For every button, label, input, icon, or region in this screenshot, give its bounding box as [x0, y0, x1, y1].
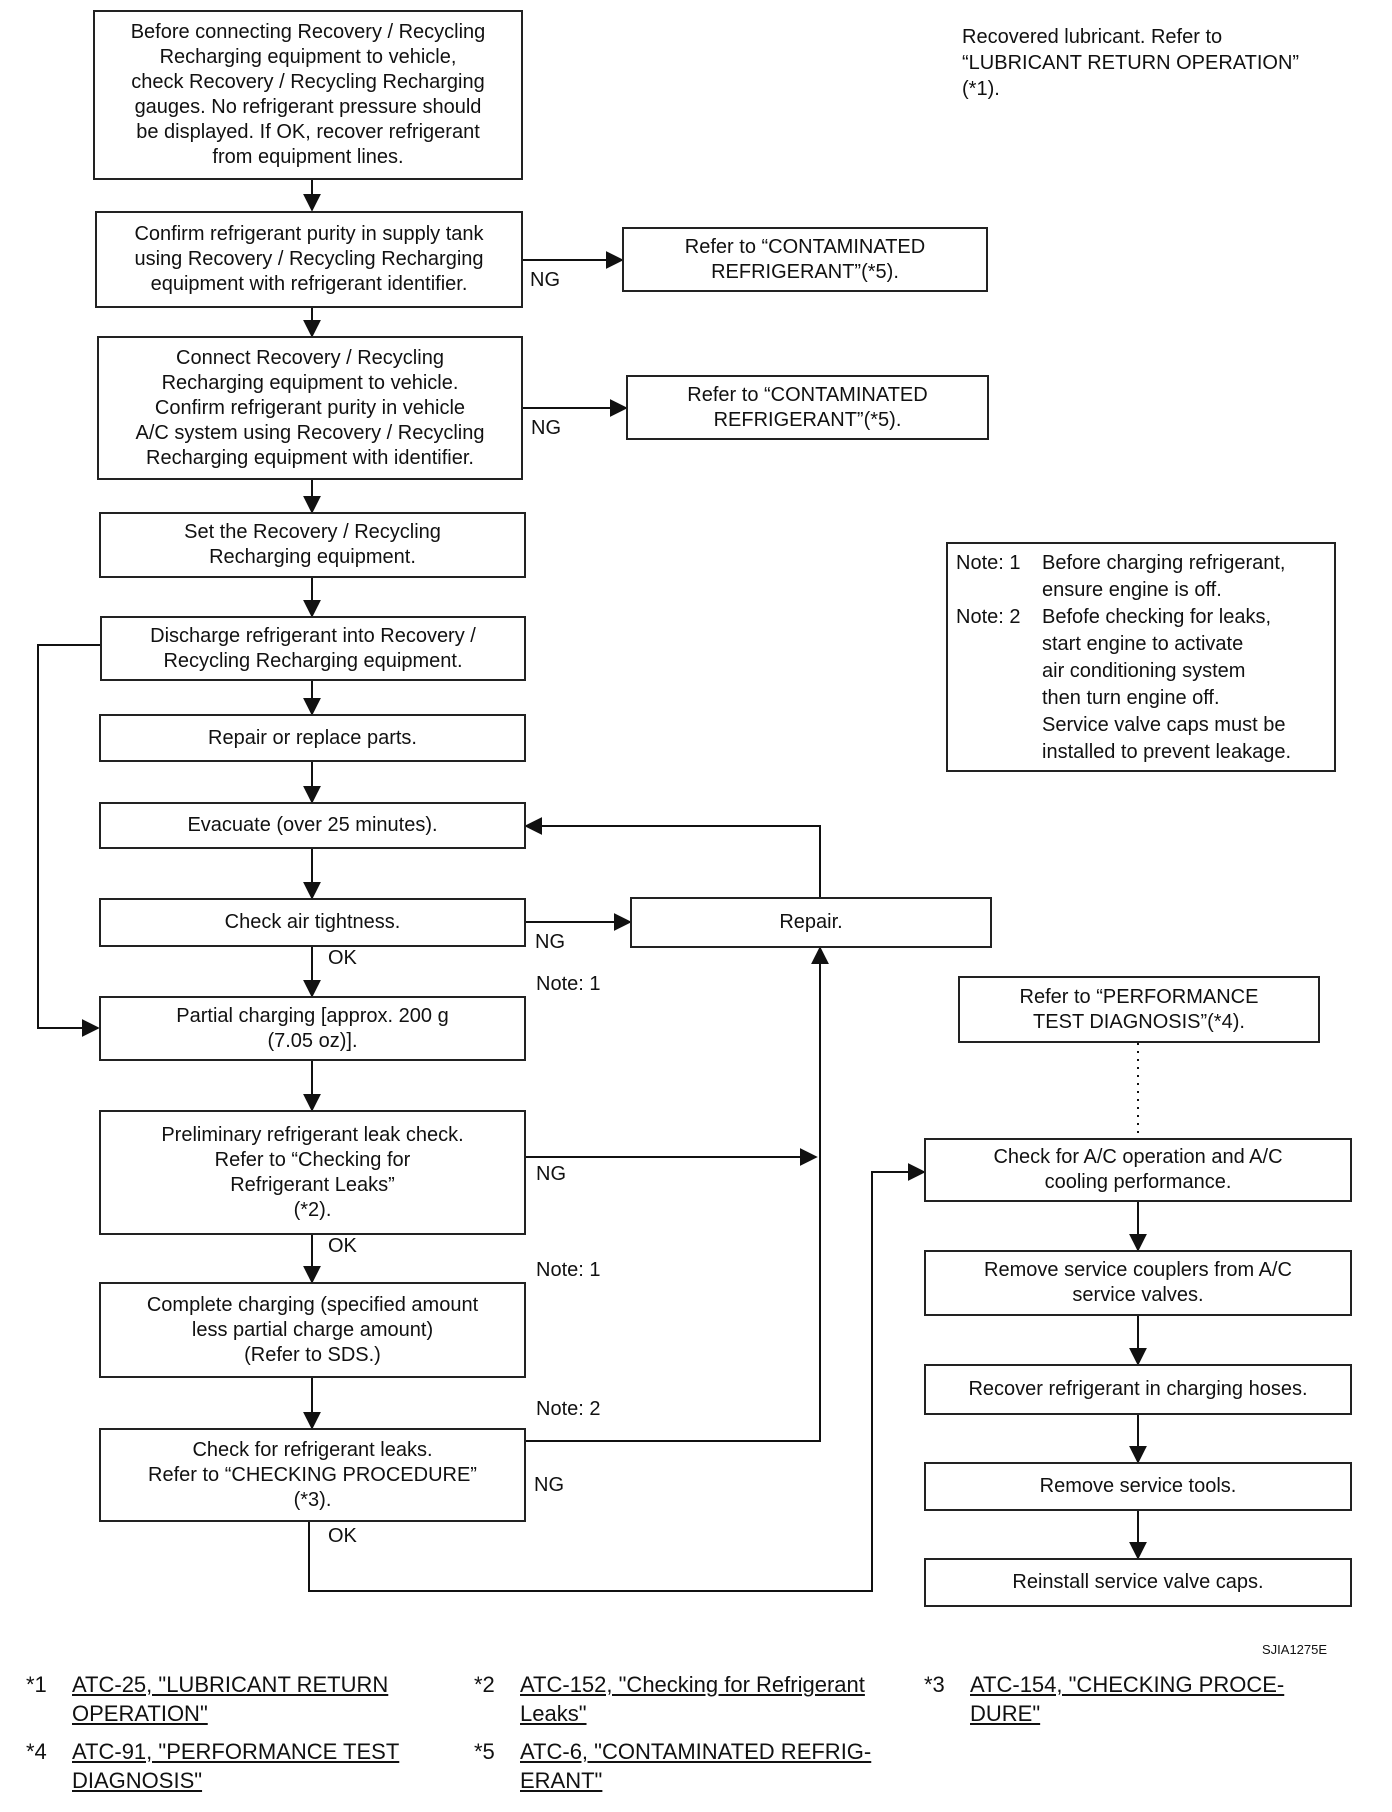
ref-performance-test: Refer to “PERFORMANCE TEST DIAGNOSIS”(*4… [958, 976, 1320, 1043]
footnote-5-link[interactable]: ATC-6, "CONTAMINATED REFRIG- ERANT" [520, 1739, 872, 1793]
step-recover-hoses: Recover refrigerant in charging hoses. [924, 1364, 1352, 1415]
step-remove-couplers: Remove service couplers from A/C service… [924, 1250, 1352, 1316]
notes-box: Note: 1 Before charging refrigerant, ens… [946, 542, 1336, 772]
arrow-s12-repair [526, 946, 829, 1442]
ng-label-s2: NG [530, 269, 560, 291]
footnote-4-link[interactable]: ATC-91, "PERFORMANCE TEST DIAGNOSIS" [72, 1739, 400, 1793]
step-reinstall-caps: Reinstall service valve caps. [924, 1558, 1352, 1607]
note1-label-s9: Note: 1 [536, 973, 601, 995]
ng-label-s12: NG [534, 1474, 564, 1496]
step-complete-charging: Complete charging (specified amount less… [99, 1282, 526, 1378]
step-check-gauges: Before connecting Recovery / Recycling R… [93, 10, 523, 180]
step-check-leaks: Check for refrigerant leaks. Refer to “C… [99, 1428, 526, 1522]
lubricant-note: Recovered lubricant. Refer to “LUBRICANT… [962, 26, 1300, 100]
step-repair: Repair. [630, 897, 992, 948]
footnote-2: *2 ATC-152, "Checking for Refrigerant Le… [474, 1670, 904, 1730]
ok-label-s12: OK [328, 1525, 357, 1547]
ng-label-s3: NG [531, 417, 561, 439]
note1-label-s11: Note: 1 [536, 1259, 601, 1281]
note-2-tag: Note: 2 [956, 606, 1021, 628]
arrow-s12-r1 [308, 1163, 926, 1592]
ok-label-s10: OK [328, 1235, 357, 1257]
note-2: Note: 2 Befofe checking for leaks, start… [956, 604, 1326, 766]
footnote-2-mark: *2 [474, 1672, 495, 1697]
step-preliminary-leak-check: Preliminary refrigerant leak check. Refe… [99, 1110, 526, 1235]
step-confirm-vehicle-purity: Connect Recovery / Recycling Recharging … [97, 336, 523, 480]
arrow-s5-bypass [37, 644, 100, 1037]
footnote-5-mark: *5 [474, 1739, 495, 1764]
ref-contaminated-1: Refer to “CONTAMINATED REFRIGERANT”(*5). [622, 227, 988, 292]
footnote-4: *4 ATC-91, "PERFORMANCE TEST DIAGNOSIS" [26, 1737, 456, 1797]
footnote-4-mark: *4 [26, 1739, 47, 1764]
note-1-tag: Note: 1 [956, 552, 1021, 574]
footnote-1-link[interactable]: ATC-25, "LUBRICANT RETURN OPERATION" [72, 1672, 389, 1726]
ng-label-s8: NG [535, 931, 565, 953]
step-confirm-supply-purity: Confirm refrigerant purity in supply tan… [95, 211, 523, 308]
ref-contaminated-2: Refer to “CONTAMINATED REFRIGERANT”(*5). [626, 375, 989, 440]
step-check-air-tightness: Check air tightness. [99, 898, 526, 947]
footnote-1-mark: *1 [26, 1672, 47, 1697]
note-2-text: Befofe checking for leaks, start engine … [1042, 606, 1292, 763]
figure-code: SJIA1275E [1262, 1642, 1328, 1657]
footnote-2-link[interactable]: ATC-152, "Checking for Refrigerant Leaks… [520, 1672, 865, 1726]
step-evacuate: Evacuate (over 25 minutes). [99, 802, 526, 849]
footnote-3-link[interactable]: ATC-154, "CHECKING PROCE- DURE" [970, 1672, 1285, 1726]
step-remove-tools: Remove service tools. [924, 1462, 1352, 1511]
step-check-ac-operation: Check for A/C operation and A/C cooling … [924, 1138, 1352, 1202]
footnote-3: *3 ATC-154, "CHECKING PROCE- DURE" [924, 1670, 1354, 1730]
note-1-text: Before charging refrigerant, ensure engi… [1042, 552, 1286, 601]
step-discharge: Discharge refrigerant into Recovery / Re… [100, 616, 526, 681]
step-repair-parts: Repair or replace parts. [99, 714, 526, 762]
footnote-5: *5 ATC-6, "CONTAMINATED REFRIG- ERANT" [474, 1737, 904, 1797]
step-partial-charging: Partial charging [approx. 200 g (7.05 oz… [99, 996, 526, 1061]
arrow-repair-s7 [524, 817, 821, 897]
note2-label-s12: Note: 2 [536, 1398, 601, 1420]
ok-label-s8: OK [328, 947, 357, 969]
footnote-1: *1 ATC-25, "LUBRICANT RETURN OPERATION" [26, 1670, 456, 1730]
note-1: Note: 1 Before charging refrigerant, ens… [956, 550, 1326, 604]
ng-label-s10: NG [536, 1163, 566, 1185]
footnote-3-mark: *3 [924, 1672, 945, 1697]
step-set-equipment: Set the Recovery / Recycling Recharging … [99, 512, 526, 578]
